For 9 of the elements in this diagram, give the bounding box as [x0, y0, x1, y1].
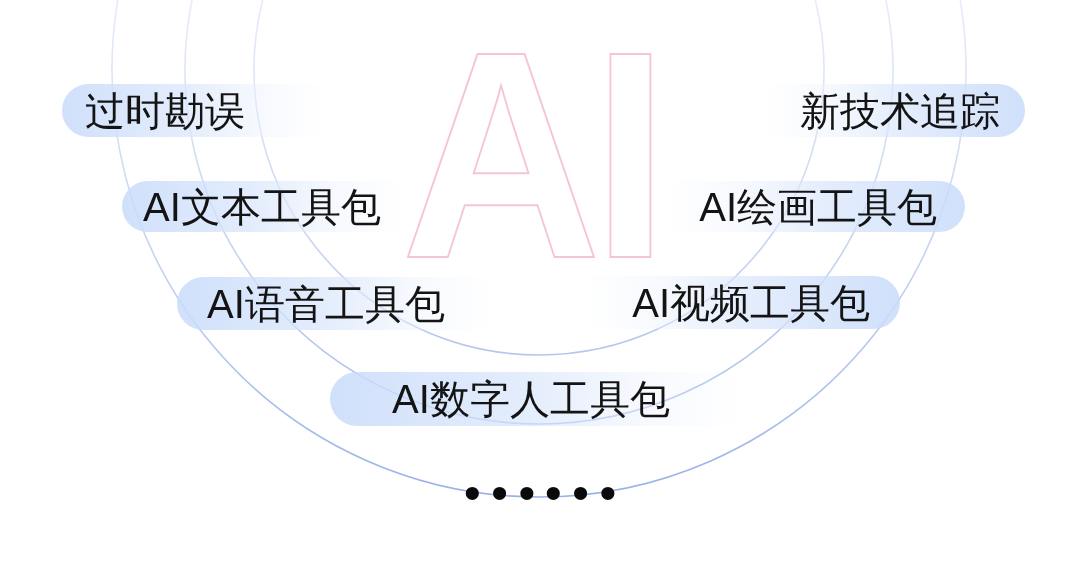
pill-label: AI视频工具包 — [632, 279, 870, 326]
ellipsis-label: …… — [459, 486, 621, 502]
pill-label: 过时勘误 — [85, 87, 245, 134]
pill-label: 新技术追踪 — [800, 87, 1000, 134]
pill-label: AI绘画工具包 — [699, 183, 937, 230]
pill-label: AI语音工具包 — [207, 280, 445, 327]
pill-label: AI文本工具包 — [143, 183, 381, 230]
pill-label: AI数字人工具包 — [392, 376, 670, 422]
outline-heading: AI — [401, 37, 660, 273]
